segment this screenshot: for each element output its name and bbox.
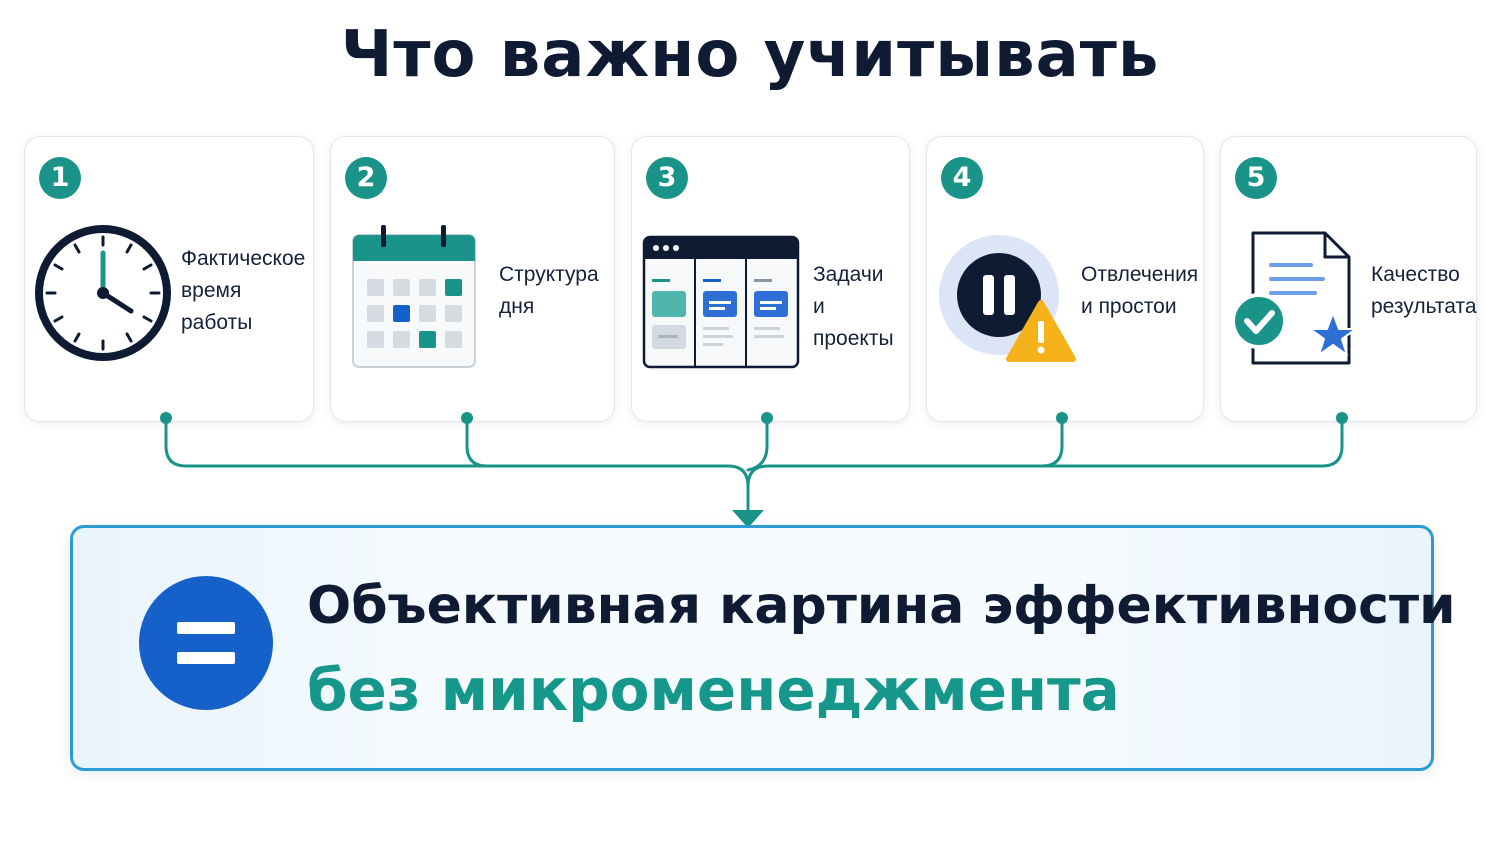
factor-number-badge: 3	[646, 157, 688, 199]
factor-card-5: 5 Качество результата	[1220, 136, 1477, 422]
factor-card-4: 4 Отвлечения и простои	[926, 136, 1204, 422]
factor-number-badge: 5	[1235, 157, 1277, 199]
calendar-icon	[349, 223, 479, 377]
result-headline: Объективная картина эффективности	[307, 576, 1456, 636]
factor-number-badge: 1	[39, 157, 81, 199]
factor-number-badge: 2	[345, 157, 387, 199]
factor-label: Отвлечения и простои	[1081, 263, 1199, 318]
factor-card-2: 2 Структура дня	[330, 136, 615, 422]
factor-label: Структура дня	[499, 263, 599, 318]
factor-label: Фактическое время работы	[181, 247, 306, 334]
equals-icon	[139, 576, 273, 710]
factor-label: Качество результата	[1371, 263, 1477, 318]
factor-number-badge: 4	[941, 157, 983, 199]
clock-icon	[35, 219, 175, 373]
kanban-board-icon	[642, 235, 802, 375]
document-check-star-icon	[1229, 227, 1359, 373]
result-box: Объективная картина эффективности без ми…	[70, 525, 1456, 771]
factor-card-3: 3 Задач	[631, 136, 910, 422]
factor-card-1: 1 Фактическое время работы	[24, 136, 314, 422]
page-title: Что важно учитывать	[340, 18, 1160, 92]
factor-label: Задачи и проекты	[813, 263, 894, 350]
pause-warning-icon	[937, 229, 1077, 373]
result-subheadline: без микроменеджмента	[307, 656, 1120, 724]
